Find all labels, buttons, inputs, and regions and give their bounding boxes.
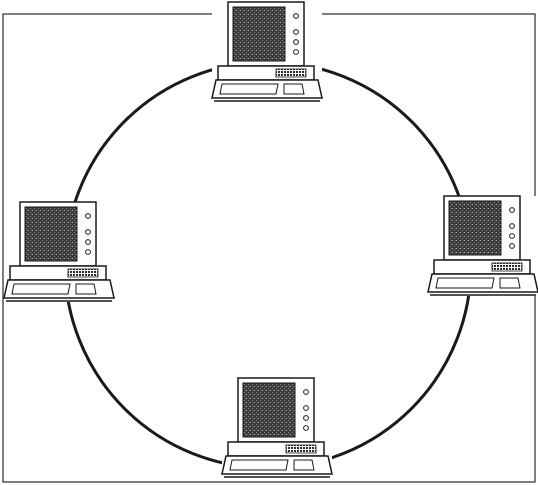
computer-node-bottom [222,378,332,478]
computer-node-top [212,2,322,102]
computer-node-right [428,196,538,296]
computer-node-left [4,202,114,302]
